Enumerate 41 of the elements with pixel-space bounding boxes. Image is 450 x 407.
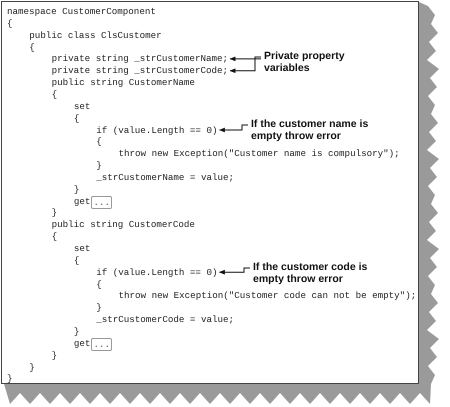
code-line: { xyxy=(52,231,58,242)
code-line: throw new Exception("Customer name is compulsory"); xyxy=(118,148,400,160)
code-line: { xyxy=(7,18,13,29)
arrow xyxy=(218,268,250,275)
annotation-text: If the customer name is empty throw error xyxy=(251,118,371,142)
arrow xyxy=(229,56,262,62)
arrow xyxy=(229,56,262,74)
code-line: { xyxy=(29,42,35,53)
code-line: } xyxy=(74,184,80,195)
code-line: { xyxy=(74,112,80,124)
code-line: set xyxy=(74,100,90,112)
code-line: public string CustomerCode xyxy=(52,219,195,230)
code-line: { xyxy=(96,278,102,290)
code-line: } xyxy=(7,373,13,384)
code-line: { xyxy=(52,88,58,100)
code-line: } xyxy=(74,326,80,337)
code-line: if (value.Length == 0) xyxy=(96,124,218,136)
code-line: if (value.Length == 0) xyxy=(96,266,218,278)
annotation-text: If the customer code is empty throw error xyxy=(253,261,373,285)
code-line: get xyxy=(74,196,90,207)
code-line: _strCustomerName = value; xyxy=(96,172,234,183)
collapsed-code-marker: ... xyxy=(91,338,112,351)
code-line: _strCustomerCode = value; xyxy=(96,314,234,326)
code-line: { xyxy=(96,136,102,148)
code-line: set xyxy=(74,243,90,254)
code-line: } xyxy=(96,160,102,172)
code-line: public class ClsCustomer xyxy=(29,30,162,41)
code-line: private string _strCustomerName; xyxy=(52,53,228,64)
annotation-text: Private property variables xyxy=(264,50,384,74)
code-line: public string CustomerName xyxy=(52,77,195,88)
code-line: get xyxy=(74,338,90,349)
code-line: namespace CustomerComponent xyxy=(7,6,156,17)
code-line: { xyxy=(74,254,80,266)
code-line: } xyxy=(96,302,102,314)
code-line: } xyxy=(52,350,58,361)
code-line: } xyxy=(29,362,35,372)
arrow xyxy=(218,124,248,132)
collapsed-code-marker: ... xyxy=(91,196,112,209)
code-line: throw new Exception("Customer code can not be empty"); xyxy=(118,290,416,302)
code-line: private string _strCustomerCode; xyxy=(52,65,228,76)
code-line: } xyxy=(52,207,58,218)
